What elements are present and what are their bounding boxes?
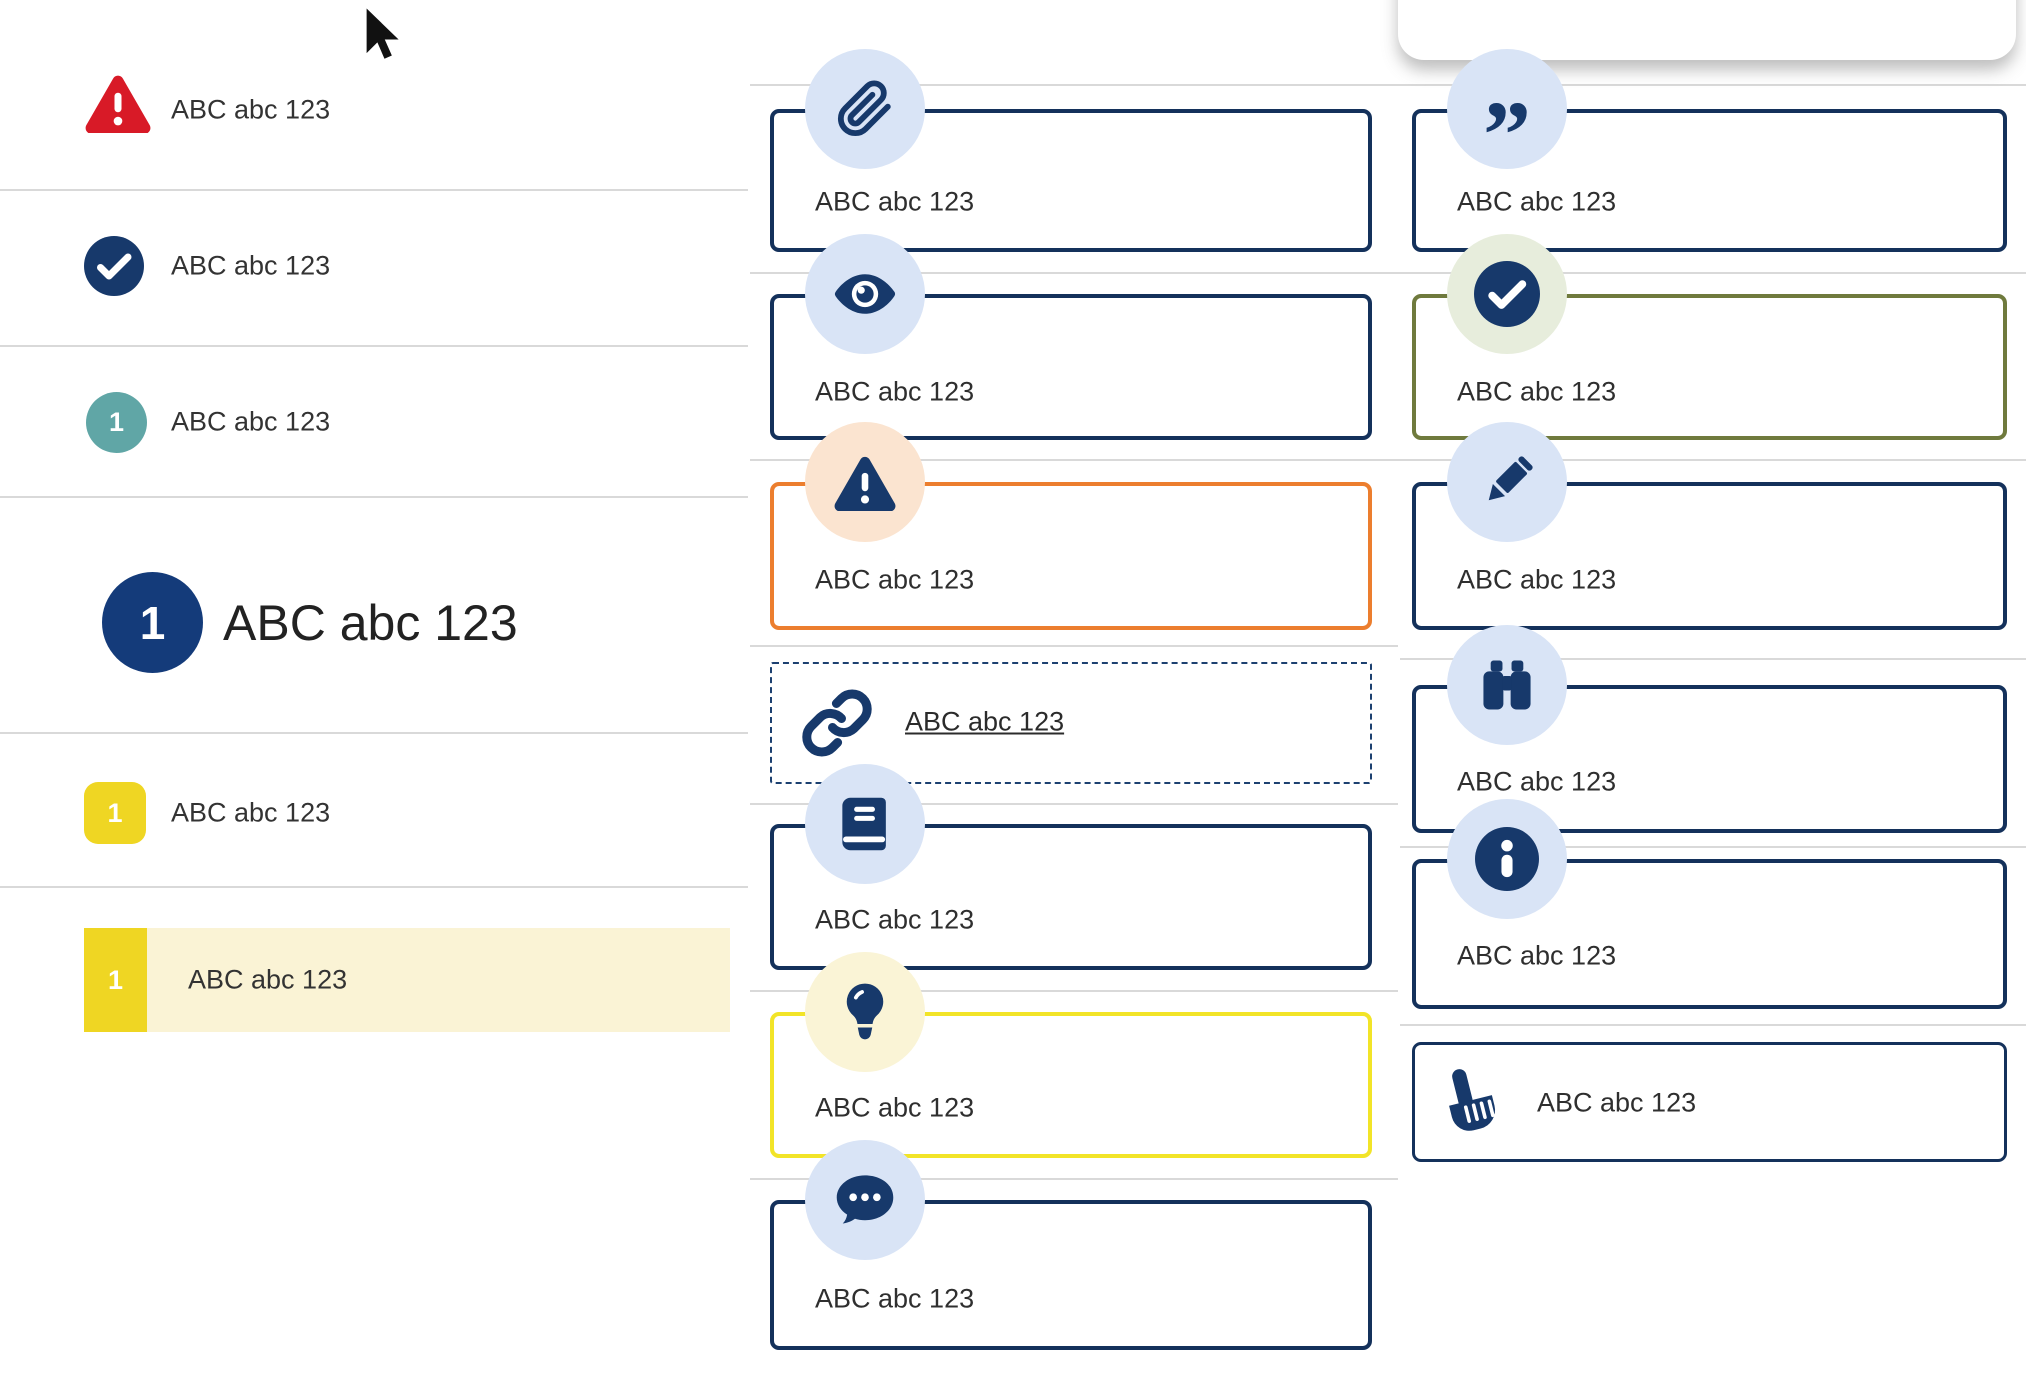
mouse-cursor-icon bbox=[362, 6, 402, 68]
divider bbox=[750, 1178, 1398, 1180]
divider bbox=[750, 459, 2026, 461]
callout-reference bbox=[770, 824, 1372, 970]
eye-icon bbox=[805, 234, 925, 354]
callout-label: ABC abc 123 bbox=[1457, 766, 1617, 797]
number-bar-yellow: 1 bbox=[84, 928, 147, 1032]
divider bbox=[1400, 846, 2026, 848]
list-item-label-large: ABC abc 123 bbox=[223, 595, 518, 651]
number-square-yellow: 1 bbox=[84, 782, 146, 844]
divider bbox=[0, 496, 748, 498]
callout-label: ABC abc 123 bbox=[815, 1092, 975, 1123]
callout-label: ABC abc 123 bbox=[815, 376, 975, 407]
list-item-label: ABC abc 123 bbox=[171, 250, 331, 281]
divider bbox=[0, 732, 748, 734]
link-icon bbox=[801, 687, 873, 759]
list-item-highlighted[interactable] bbox=[84, 928, 730, 1032]
divider bbox=[750, 84, 2026, 86]
number-circle-teal: 1 bbox=[86, 392, 147, 453]
divider bbox=[1400, 1024, 2026, 1026]
callout-label: ABC abc 123 bbox=[1457, 376, 1617, 407]
badge-number: 1 bbox=[139, 596, 166, 649]
badge-number: 1 bbox=[107, 964, 124, 995]
callout-label: ABC abc 123 bbox=[1457, 564, 1617, 595]
callout-link bbox=[770, 662, 1372, 784]
check-circle-icon bbox=[1447, 234, 1567, 354]
number-circle-large: 1 bbox=[102, 572, 203, 673]
warning-triangle-icon bbox=[85, 73, 151, 133]
list-item-label: ABC abc 123 bbox=[188, 964, 348, 995]
warning-triangle-icon bbox=[805, 422, 925, 542]
binoculars-icon bbox=[1447, 625, 1567, 745]
check-circle-icon bbox=[84, 236, 144, 296]
callout-label: ABC abc 123 bbox=[1537, 1087, 1697, 1118]
paperclip-icon bbox=[805, 49, 925, 169]
divider bbox=[1400, 658, 2026, 660]
pencil-icon bbox=[1447, 422, 1567, 542]
callout-label: ABC abc 123 bbox=[815, 1283, 975, 1314]
divider bbox=[750, 803, 1398, 805]
divider bbox=[0, 189, 748, 191]
callout-label: ABC abc 123 bbox=[1457, 940, 1617, 971]
book-icon bbox=[805, 764, 925, 884]
badge-number: 1 bbox=[107, 797, 123, 828]
callout-action bbox=[1412, 1042, 2007, 1162]
list-item-label: ABC abc 123 bbox=[171, 94, 331, 125]
info-circle-icon bbox=[1447, 799, 1567, 919]
hand-pointer-icon bbox=[1436, 1064, 1508, 1138]
list-item-label: ABC abc 123 bbox=[171, 797, 331, 828]
lightbulb-icon bbox=[805, 952, 925, 1072]
chat-dots-icon bbox=[805, 1140, 925, 1260]
callout-link-text[interactable]: ABC abc 123 bbox=[905, 706, 1065, 737]
quote-icon: ” bbox=[1447, 49, 1567, 183]
list-item-label: ABC abc 123 bbox=[171, 406, 331, 437]
callout-label: ABC abc 123 bbox=[815, 186, 975, 217]
divider bbox=[0, 886, 748, 888]
divider bbox=[750, 990, 1398, 992]
callout-edit bbox=[1412, 482, 2007, 630]
divider bbox=[750, 272, 2026, 274]
callout-label: ABC abc 123 bbox=[815, 564, 975, 595]
badge-number: 1 bbox=[108, 407, 125, 437]
callout-label: ABC abc 123 bbox=[1457, 186, 1617, 217]
callout-label: ABC abc 123 bbox=[815, 904, 975, 935]
divider bbox=[0, 345, 748, 347]
divider bbox=[750, 645, 1398, 647]
